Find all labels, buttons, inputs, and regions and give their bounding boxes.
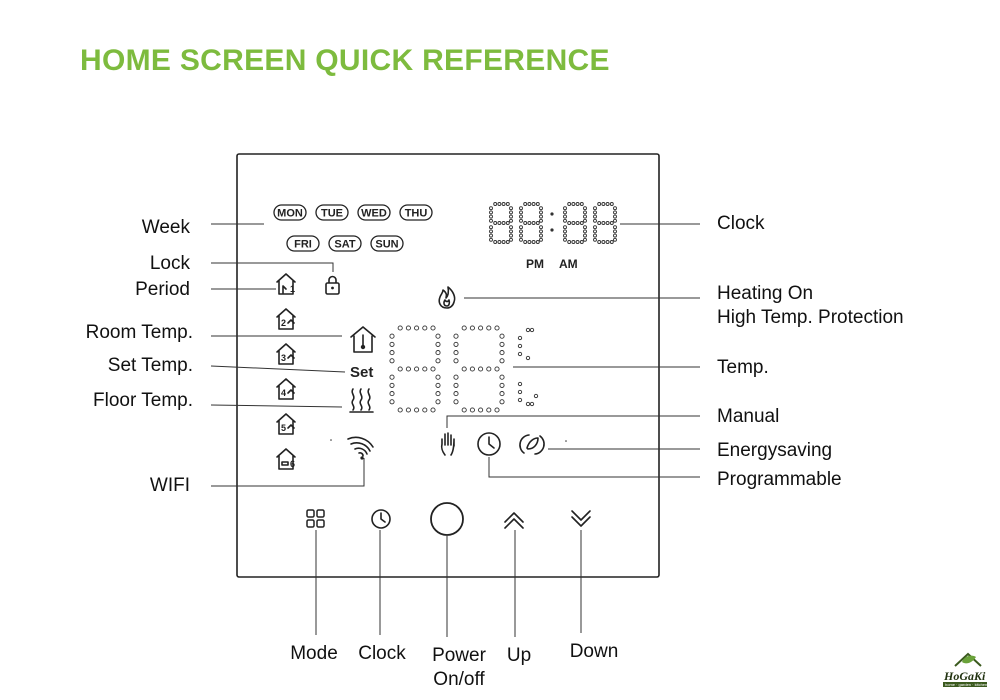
period-number-5: 5 <box>281 423 286 433</box>
label-week: Week <box>142 217 191 238</box>
period-number-2: 2 <box>281 318 286 328</box>
period-icons: 1 2 3 4 5 6 <box>276 273 296 470</box>
period-3-icon: 3 <box>276 343 296 365</box>
leader-floor-temp <box>210 404 343 408</box>
period-number-3: 3 <box>281 353 286 363</box>
label-period: Period <box>135 279 190 300</box>
temperature-display <box>389 325 539 413</box>
day-tue-badge: TUE <box>315 204 349 221</box>
wifi-dot <box>330 439 332 441</box>
hand-icon <box>440 432 455 456</box>
power-button[interactable] <box>430 502 464 536</box>
label-clock-button: Clock <box>358 643 406 664</box>
day-tue: TUE <box>321 208 343 220</box>
label-lock: Lock <box>150 253 191 274</box>
temp-digit-2 <box>453 325 505 413</box>
period-number-4: 4 <box>281 388 286 398</box>
clock-button[interactable] <box>371 509 391 529</box>
day-sun: SUN <box>375 239 398 251</box>
label-clock: Clock <box>717 213 765 234</box>
temp-digit-1 <box>389 325 441 413</box>
brand-logo: HoGaKi home · garden · kitchen <box>943 652 987 687</box>
period-5-icon: 5 <box>276 413 296 435</box>
label-temp: Temp. <box>717 357 769 378</box>
label-power: Power <box>432 645 487 666</box>
period-2-icon: 2 <box>276 308 296 330</box>
clock-digit-4 <box>593 202 617 244</box>
lock-icon <box>325 275 340 295</box>
label-heating-on: Heating On <box>717 283 813 304</box>
day-fri: FRI <box>294 239 312 251</box>
energysaving-dot <box>565 440 567 442</box>
set-indicator: Set <box>350 364 373 381</box>
label-energysaving: Energysaving <box>717 440 832 461</box>
day-thu-badge: THU <box>399 204 433 221</box>
label-room-temp: Room Temp. <box>86 322 193 343</box>
mode-button[interactable] <box>306 509 325 528</box>
day-wed-badge: WED <box>357 204 391 221</box>
day-sun-badge: SUN <box>370 235 404 252</box>
label-set-temp: Set Temp. <box>108 355 193 376</box>
clock-digit-2 <box>519 202 543 244</box>
thermostat-panel <box>236 153 660 578</box>
label-wifi: WIFI <box>150 475 190 496</box>
day-wed: WED <box>361 208 387 220</box>
clock-button-icon <box>371 509 391 529</box>
page-title: HOME SCREEN QUICK REFERENCE <box>80 44 610 77</box>
day-sat: SAT <box>334 239 355 251</box>
clock-display <box>489 202 617 244</box>
period-number-1: 1 <box>290 284 295 294</box>
wifi-icon <box>347 436 374 460</box>
leader-lock <box>211 262 334 272</box>
label-floor-temp: Floor Temp. <box>93 390 193 411</box>
pm-indicator: PM <box>526 257 544 271</box>
label-up: Up <box>507 645 531 666</box>
day-fri-badge: FRI <box>286 235 320 252</box>
clock-colon-bottom <box>550 228 554 232</box>
clock-icon <box>477 432 501 456</box>
period-4-icon: 4 <box>276 378 296 400</box>
period-number-6: 6 <box>290 459 295 469</box>
am-indicator: AM <box>559 257 578 271</box>
clock-colon-top <box>550 212 554 216</box>
day-thu: THU <box>405 208 428 220</box>
label-down: Down <box>570 641 619 662</box>
label-manual: Manual <box>717 406 779 427</box>
logo-text: HoGaKi <box>943 669 986 683</box>
week-days: MON TUE WED THU FRI SAT SUN <box>273 204 433 252</box>
day-mon: MON <box>277 208 303 220</box>
period-1-icon: 1 <box>276 273 296 295</box>
label-programmable: Programmable <box>717 469 842 490</box>
day-mon-badge: MON <box>273 204 307 221</box>
leader-set-temp <box>210 365 346 373</box>
flame-icon <box>438 286 456 309</box>
logo-tagline: home · garden · kitchen <box>945 682 987 687</box>
leader-programmable <box>488 457 700 478</box>
temp-unit-mark <box>517 327 539 407</box>
label-mode: Mode <box>290 643 338 664</box>
down-button[interactable] <box>571 510 591 527</box>
period-6-icon: 6 <box>276 448 296 470</box>
four-squares-icon <box>306 509 315 518</box>
house-thermometer-icon <box>350 326 376 353</box>
up-button[interactable] <box>504 512 524 529</box>
leaf-icon <box>519 434 545 455</box>
clock-digit-1 <box>489 202 513 244</box>
day-sat-badge: SAT <box>328 235 362 252</box>
clock-digit-3 <box>563 202 587 244</box>
label-on-off: On/off <box>433 669 485 690</box>
floor-heating-icon <box>349 388 374 413</box>
leader-manual <box>446 415 700 428</box>
leader-wifi <box>211 458 365 487</box>
leaf-logo-icon <box>962 655 976 664</box>
label-high-temp-protection: High Temp. Protection <box>717 307 904 328</box>
